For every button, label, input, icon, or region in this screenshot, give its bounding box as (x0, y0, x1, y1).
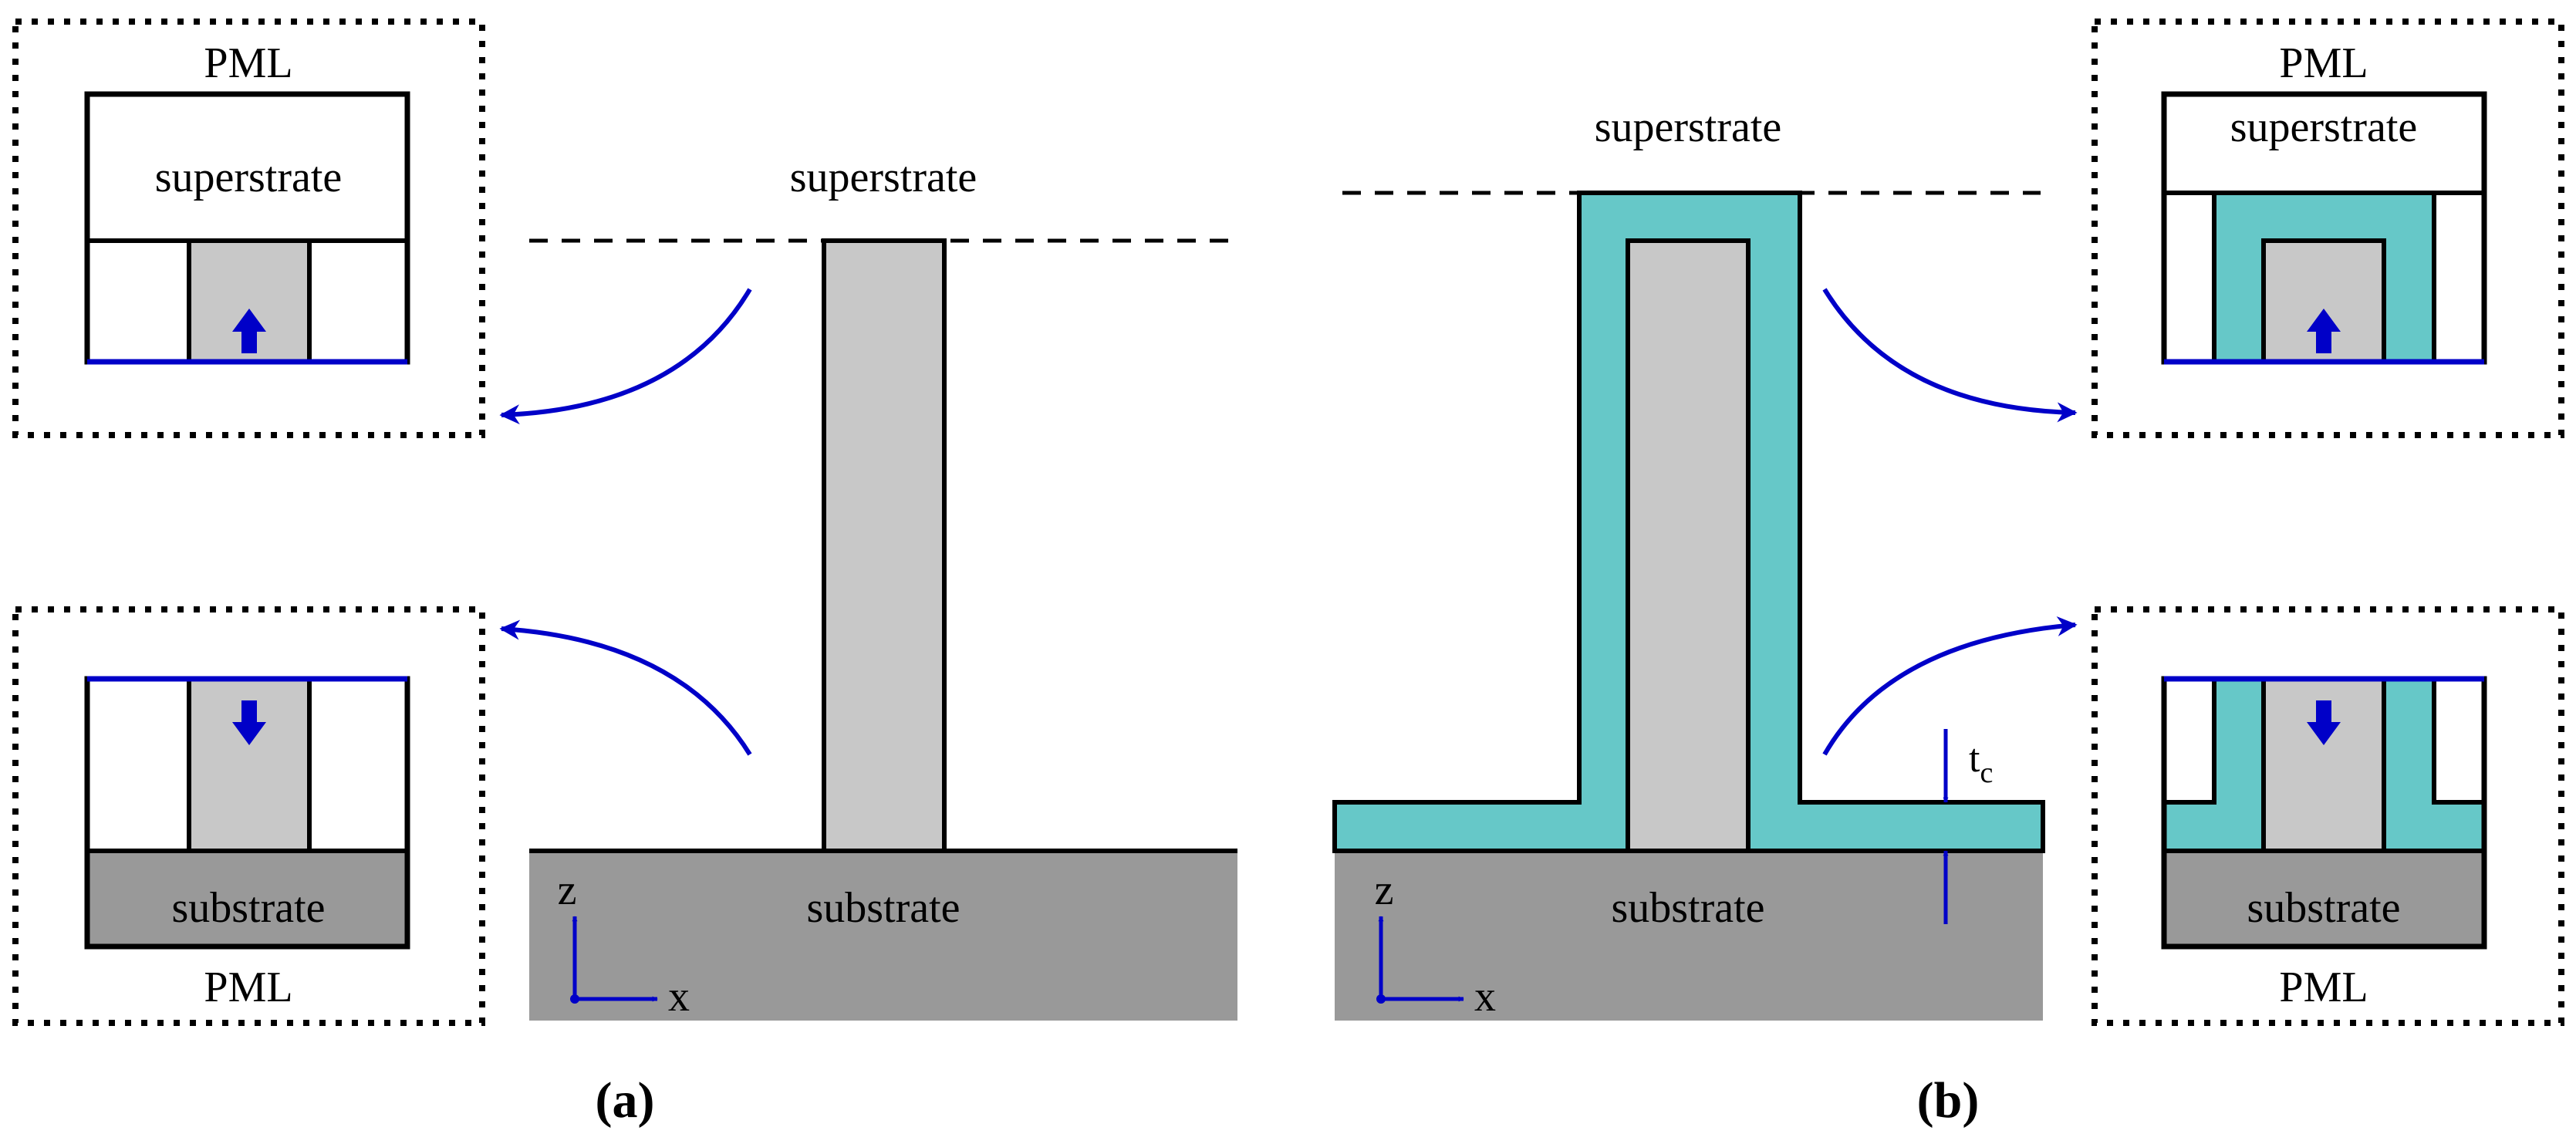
axis-origin (570, 994, 579, 1004)
pml-label-bottom-right: PML (2279, 963, 2368, 1011)
inset-coating-outline-bottom-right (2164, 679, 2216, 805)
panel-a: superstrate substrate z x PML superstrat… (12, 19, 1237, 1129)
pml-label-top-left: PML (204, 39, 292, 87)
substrate-label-bottom-right: substrate (2247, 884, 2400, 932)
inset-top-left: PML superstrate (12, 19, 485, 438)
z-axis-label: z (558, 866, 577, 914)
pml-label-top-right: PML (2279, 39, 2368, 87)
up-arrow-icon (232, 309, 266, 353)
inset-bottom-left: substrate PML (12, 606, 485, 1026)
inset-substrate-bottom-left (87, 851, 407, 947)
down-arrow-icon-right (2307, 700, 2341, 745)
inset-substrate-bottom-right (2164, 851, 2484, 947)
caption-b: (b) (1917, 1072, 1980, 1129)
superstrate-label-top-left: superstrate (155, 154, 343, 201)
x-axis-label-b: x (1474, 973, 1496, 1021)
superstrate-label-b: superstrate (1595, 103, 1782, 151)
axes-a: z x (558, 866, 690, 1021)
substrate-block-a (529, 851, 1237, 1021)
substrate-label-b: substrate (1611, 884, 1764, 932)
up-arrow-icon-right (2307, 309, 2341, 353)
inset-rod-outline-top-right (2261, 238, 2386, 362)
coating-thickness-indicator: tc (1943, 729, 1993, 924)
curved-arrow-bottom-a (499, 619, 752, 756)
axis-origin-b (1376, 994, 1386, 1004)
substrate-label-bottom-left: substrate (171, 884, 325, 932)
axes-b: z x (1375, 866, 1496, 1021)
nanorod-a (822, 238, 947, 853)
x-axis-label: x (668, 973, 690, 1021)
substrate-label-a: substrate (806, 884, 960, 932)
nanorod-b (1626, 238, 1751, 853)
down-arrow-icon (232, 700, 266, 745)
inset-top-right: PML superstrate (2092, 19, 2564, 438)
curved-arrow-bottom-b (1822, 616, 2078, 756)
substrate-block-b (1335, 851, 2043, 1021)
thickness-label: tc (1969, 737, 1993, 789)
superstrate-label-top-right: superstrate (2230, 103, 2418, 151)
curved-arrow-top-b (1822, 288, 2078, 423)
inset-bottom-right: substrate PML (2092, 606, 2564, 1026)
z-axis-label-b: z (1375, 866, 1394, 914)
caption-a: (a) (596, 1072, 655, 1129)
panel-b: superstrate substrate tc z x PML (1332, 19, 2564, 1129)
superstrate-label-a: superstrate (790, 154, 977, 201)
curved-arrow-top-a (499, 288, 752, 425)
inset-coating-outline-bottom-right-2 (2432, 679, 2484, 805)
pml-label-bottom-left: PML (204, 963, 292, 1011)
inset-coating-outline-top-right (2212, 191, 2436, 362)
